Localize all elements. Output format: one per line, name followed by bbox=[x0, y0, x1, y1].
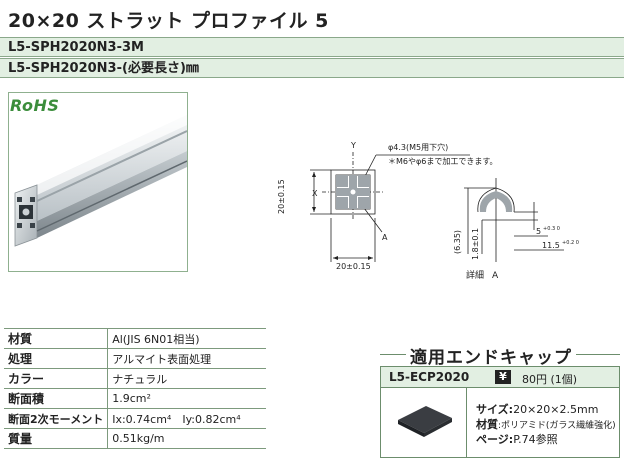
spec-value: ナチュラル bbox=[107, 368, 266, 389]
end-cap-material-value: :ポリアミド(ガラス繊維強化) bbox=[498, 421, 616, 431]
rohs-badge: RoHS bbox=[10, 96, 60, 115]
axis-y-label: Y bbox=[350, 141, 356, 150]
part-number-custom: L5-SPH2020N3-(必要長さ)㎜ bbox=[8, 61, 199, 76]
spec-label: 質量 bbox=[4, 428, 108, 449]
spec-value: アルマイト表面処理 bbox=[107, 348, 266, 369]
end-cap-price: 80円 (1個) bbox=[522, 373, 578, 386]
end-cap-size-row: サイズ:20×20×2.5mm bbox=[476, 401, 598, 417]
detail-dim-115-tolerance: +0.2 0 bbox=[562, 240, 579, 246]
end-cap-image bbox=[398, 406, 452, 437]
spec-label: カラー bbox=[4, 368, 108, 389]
spec-value: Al(JIS 6N01相当) bbox=[107, 328, 266, 349]
spec-value: Ix:0.74cm⁴ Iy:0.82cm⁴ bbox=[107, 408, 266, 429]
spec-label: 断面積 bbox=[4, 388, 108, 409]
end-cap-material-row: 材質:ポリアミド(ガラス繊維強化) bbox=[476, 416, 616, 432]
detail-dim-115: 11.5 bbox=[542, 241, 560, 250]
height-dimension: 20±0.15 bbox=[277, 179, 286, 214]
end-cap-page-value: P.74参照 bbox=[513, 433, 558, 446]
detail-dim-5: 5 bbox=[536, 227, 541, 236]
spec-value: 1.9cm² bbox=[107, 388, 266, 409]
hole-note: φ4.3(M5用下穴) bbox=[388, 142, 448, 152]
end-cap-page-row: ページ:P.74参照 bbox=[476, 431, 558, 447]
spec-label: 断面2次モーメント bbox=[4, 408, 108, 429]
width-dimension: 20±0.15 bbox=[336, 262, 371, 271]
spec-label: 処理 bbox=[4, 348, 108, 369]
point-a-label: A bbox=[382, 233, 388, 242]
product-photo bbox=[8, 92, 188, 272]
end-cap-part-number: L5-ECP2020 bbox=[389, 370, 470, 384]
end-cap-material-label: 材質 bbox=[476, 418, 498, 431]
part-number-row: L5-SPH2020N3-3M bbox=[0, 37, 624, 57]
end-cap-heading: 適用エンドキャップ bbox=[406, 343, 576, 368]
end-cap-page-label: ページ: bbox=[476, 433, 514, 446]
table-row: カラーナチュラル bbox=[4, 368, 266, 389]
part-number-row: L5-SPH2020N3-(必要長さ)㎜ bbox=[0, 58, 624, 78]
page-title: 20×20 ストラット プロファイル 5 bbox=[8, 10, 329, 32]
yen-icon: ¥ bbox=[495, 370, 511, 384]
spec-value: 0.51kg/m bbox=[107, 428, 266, 449]
end-cap-divider bbox=[466, 387, 467, 457]
aluminum-profile-image bbox=[14, 115, 187, 247]
end-cap-size-label: サイズ: bbox=[476, 403, 514, 416]
detail-dim-18: 1.8±0.1 bbox=[471, 228, 480, 260]
tap-note: ＊M6やφ6まで加工できます。 bbox=[388, 156, 498, 166]
end-cap-size-value: 20×20×2.5mm bbox=[513, 403, 599, 416]
table-row: 処理アルマイト表面処理 bbox=[4, 348, 266, 369]
cross-section-drawing: Y X 20±0.15 20±0.15 A φ4.3(M5用下穴) ＊M6やφ6… bbox=[277, 141, 579, 281]
end-cap-box bbox=[380, 366, 620, 458]
axis-x-label: X bbox=[312, 189, 318, 198]
detail-letter: A bbox=[492, 271, 499, 281]
detail-dim-635: (6.35) bbox=[453, 230, 462, 254]
spec-label: 材質 bbox=[4, 328, 108, 349]
part-number-3m: L5-SPH2020N3-3M bbox=[8, 40, 144, 55]
detail-label: 詳細 bbox=[466, 269, 484, 281]
detail-dim-5-tolerance: +0.3 0 bbox=[543, 226, 560, 232]
